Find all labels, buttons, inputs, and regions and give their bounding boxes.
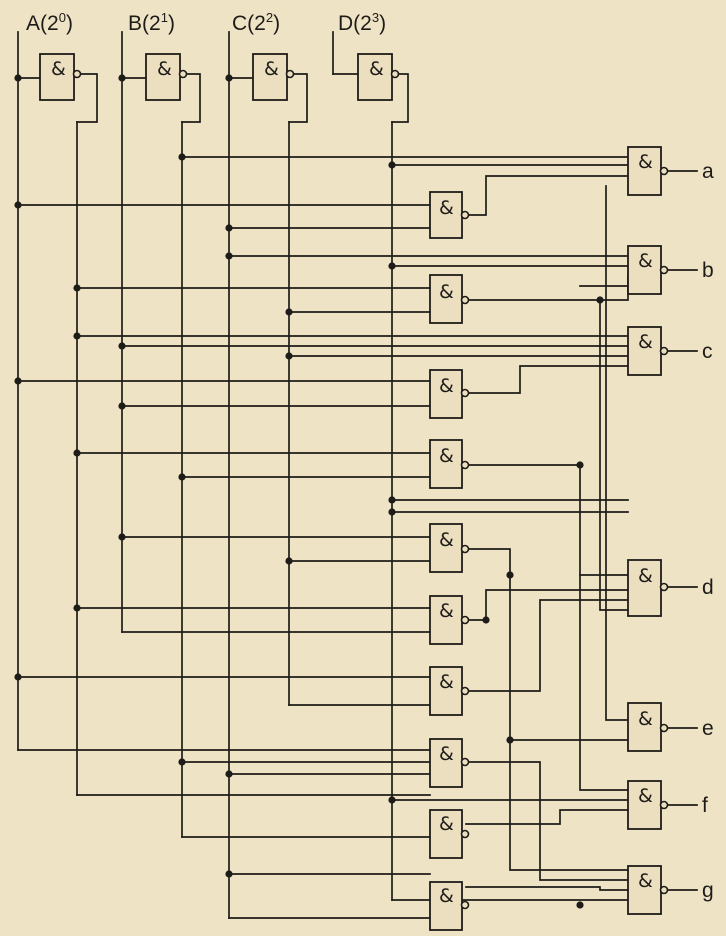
svg-text:&: & bbox=[439, 600, 454, 622]
nand-gate-output-a: & bbox=[627, 146, 669, 196]
input-label-c: C(22) bbox=[232, 10, 280, 35]
nand-gate: & bbox=[252, 53, 295, 101]
nand-gate: & bbox=[429, 439, 470, 489]
output-label-a: a bbox=[702, 160, 714, 183]
nand-gate-output-g: & bbox=[627, 865, 669, 915]
output-label-e: e bbox=[702, 717, 714, 740]
nand-gate: & bbox=[39, 53, 82, 101]
svg-text:&: & bbox=[264, 58, 279, 80]
junction-dots bbox=[14, 74, 604, 909]
nand-gate: & bbox=[429, 274, 470, 324]
bus-lines bbox=[17, 31, 393, 919]
nand-gate: & bbox=[429, 369, 470, 419]
nand-gate: & bbox=[429, 523, 470, 573]
svg-text:&: & bbox=[638, 870, 653, 892]
nand-gate-output-b: & bbox=[627, 245, 669, 295]
output-label-b: b bbox=[702, 259, 714, 282]
input-inverter-gates: & & & & bbox=[39, 53, 400, 101]
svg-text:&: & bbox=[439, 197, 454, 219]
input-label-d: D(23) bbox=[338, 10, 386, 35]
svg-text:&: & bbox=[439, 529, 454, 551]
gate-output-wiring bbox=[465, 175, 629, 891]
svg-text:&: & bbox=[439, 885, 454, 907]
inverter-wiring bbox=[17, 73, 409, 123]
nand-gate: & bbox=[429, 666, 470, 716]
svg-text:&: & bbox=[157, 58, 172, 80]
output-gates: & & & & & & & bbox=[627, 146, 669, 915]
nand-gate-output-e: & bbox=[627, 702, 669, 752]
horizontal-wires bbox=[17, 156, 629, 919]
svg-text:&: & bbox=[638, 785, 653, 807]
nand-gate-output-d: & bbox=[627, 559, 669, 617]
output-labels: a b c d e f g bbox=[702, 160, 714, 902]
intermediate-gates: & & & & & & & & & & bbox=[429, 191, 470, 931]
svg-text:&: & bbox=[439, 671, 454, 693]
nand-gate: & bbox=[429, 595, 470, 645]
nand-gate: & bbox=[357, 53, 400, 101]
svg-text:&: & bbox=[638, 565, 653, 587]
nand-gate: & bbox=[145, 53, 188, 101]
svg-text:&: & bbox=[439, 743, 454, 765]
svg-text:&: & bbox=[439, 281, 454, 303]
nand-gate-output-f: & bbox=[627, 780, 669, 830]
output-label-f: f bbox=[702, 794, 708, 817]
svg-text:&: & bbox=[638, 250, 653, 272]
svg-text:&: & bbox=[51, 58, 66, 80]
nand-gate: & bbox=[429, 191, 470, 239]
output-lines bbox=[667, 170, 698, 891]
nand-gate: & bbox=[429, 738, 470, 788]
svg-text:&: & bbox=[638, 151, 653, 173]
input-label-b: B(21) bbox=[128, 10, 175, 35]
nand-gate: & bbox=[429, 881, 470, 931]
svg-text:&: & bbox=[638, 708, 653, 730]
nand-gate-output-c: & bbox=[627, 326, 669, 376]
svg-text:&: & bbox=[638, 331, 653, 353]
output-label-g: g bbox=[702, 879, 714, 902]
svg-text:&: & bbox=[439, 445, 454, 467]
svg-text:&: & bbox=[439, 375, 454, 397]
output-label-c: c bbox=[702, 340, 713, 363]
output-label-d: d bbox=[702, 576, 714, 599]
svg-text:&: & bbox=[369, 58, 384, 80]
svg-text:&: & bbox=[439, 813, 454, 835]
nand-gate: & bbox=[429, 809, 470, 859]
input-label-a: A(20) bbox=[26, 10, 73, 35]
